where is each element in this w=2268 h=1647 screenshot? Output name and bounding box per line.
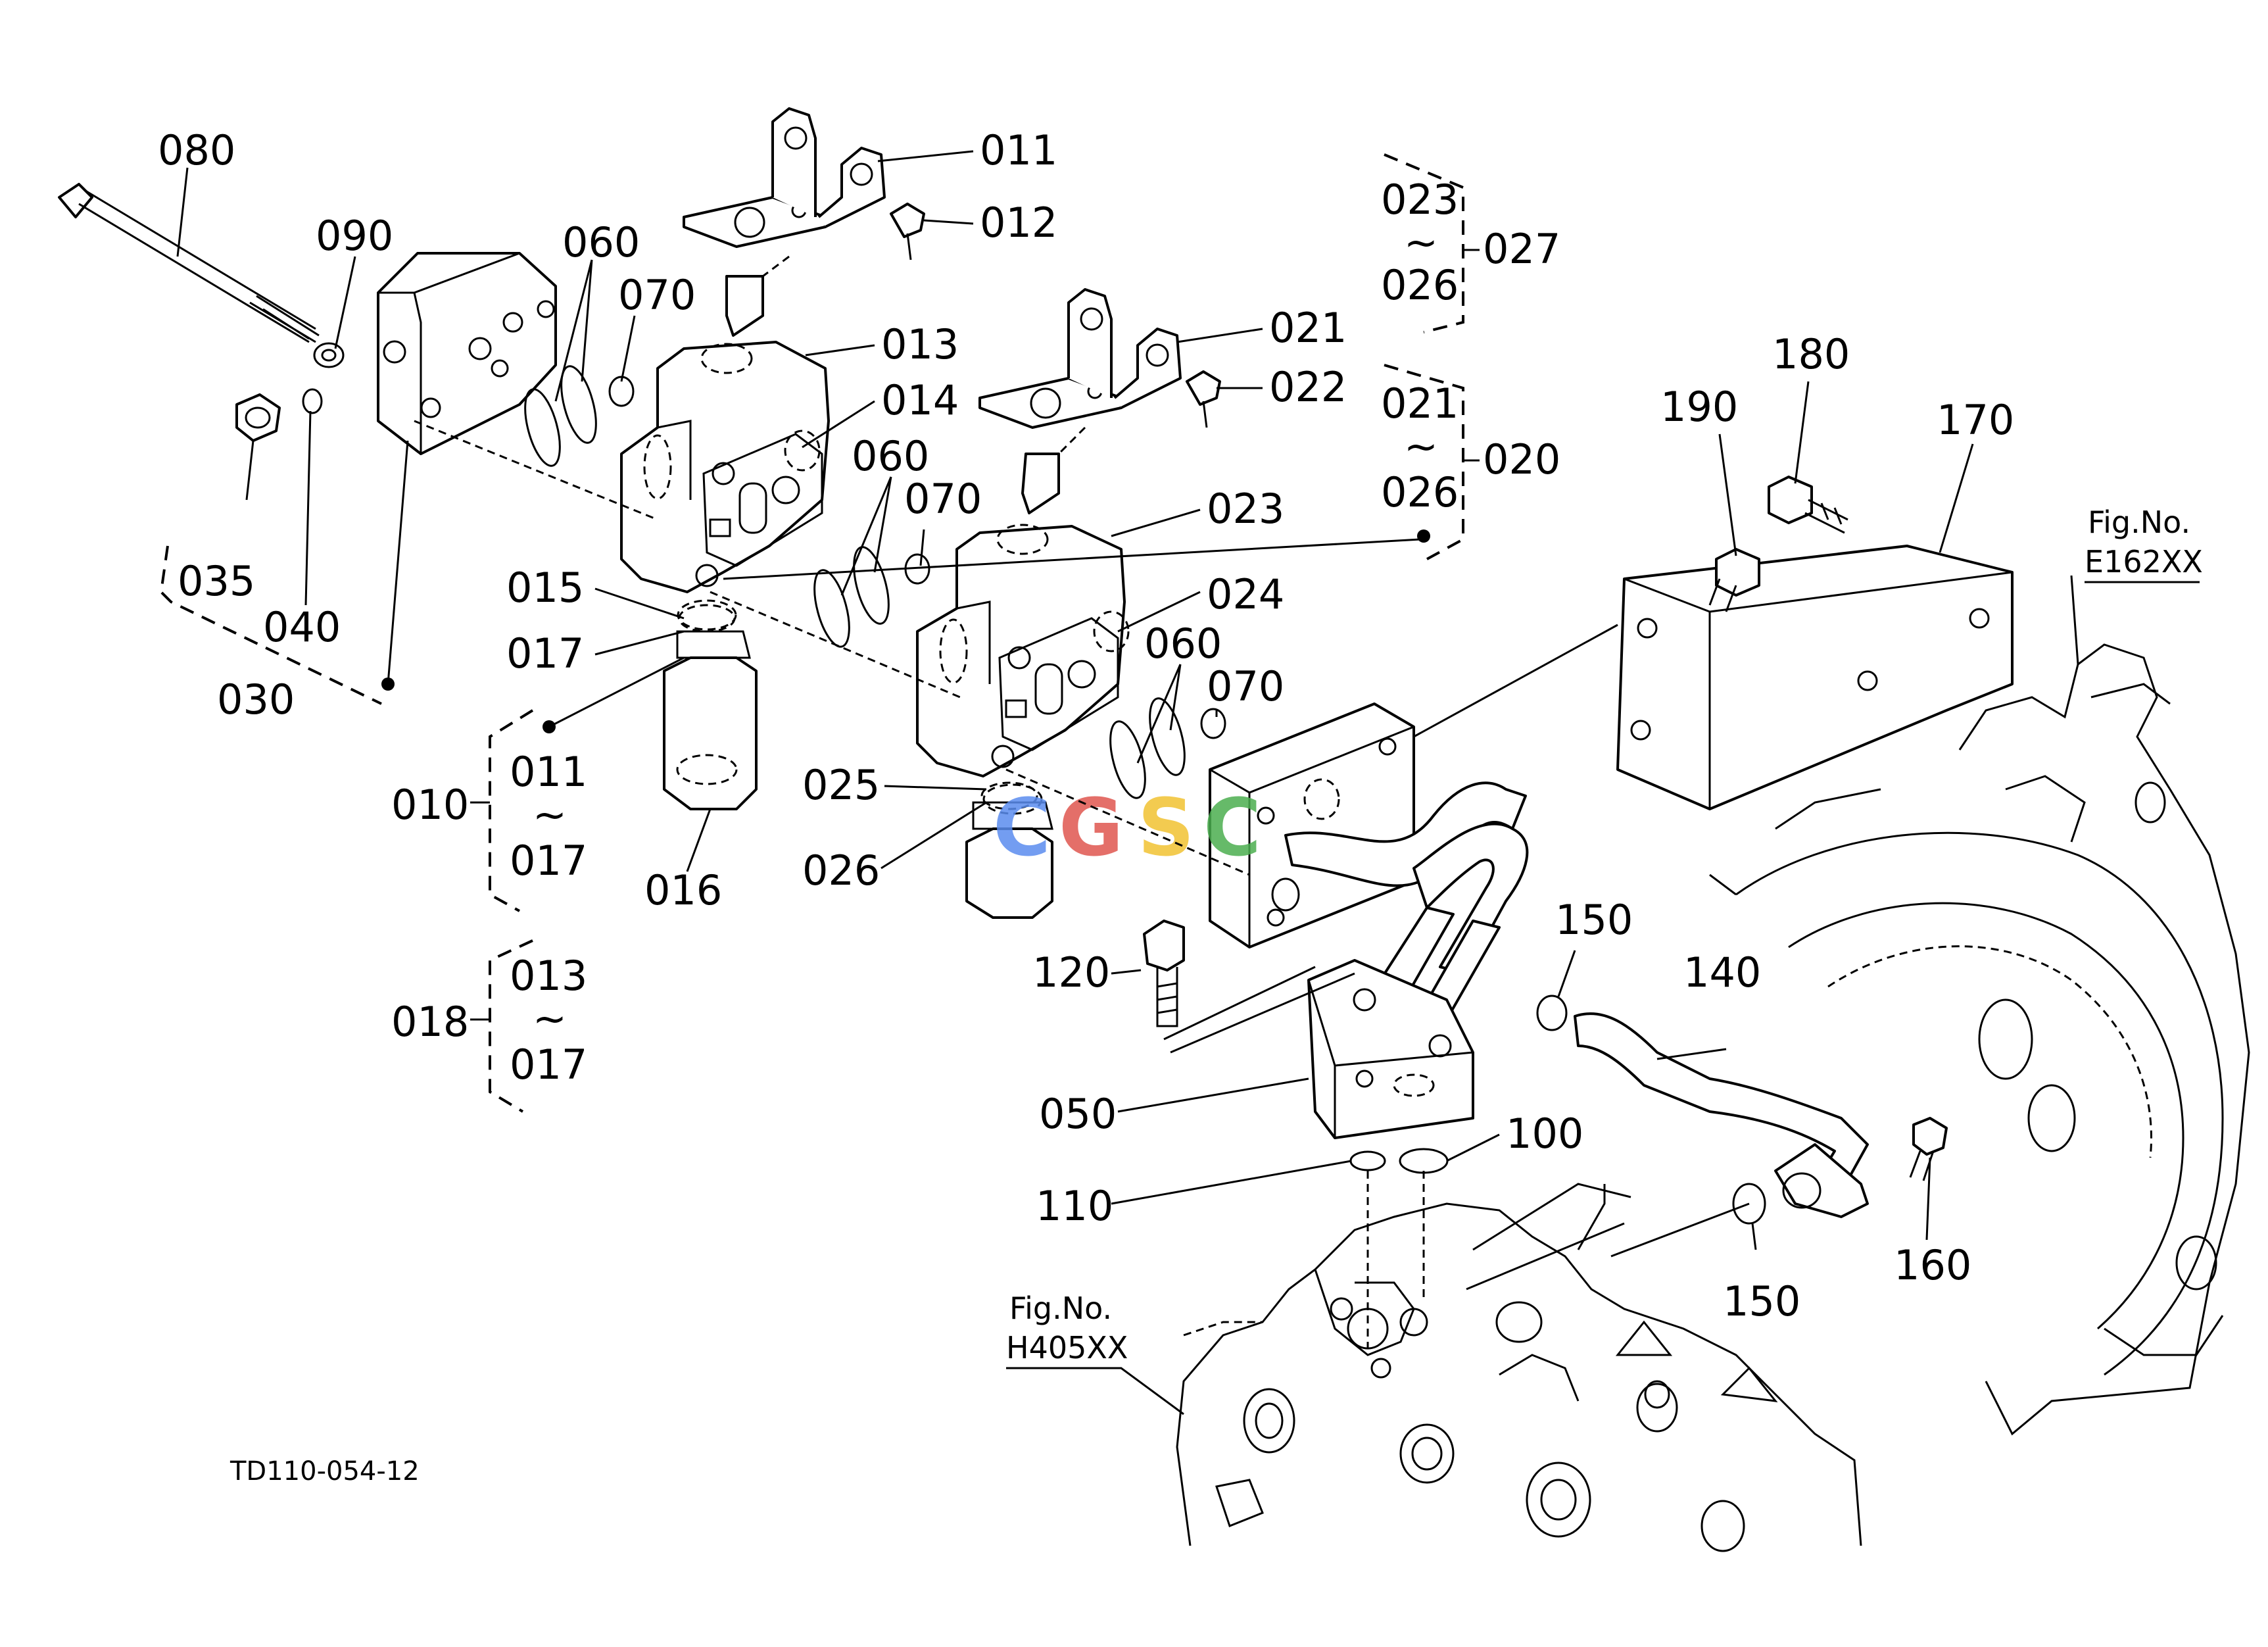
group-010-ref: 010 — [391, 781, 469, 829]
control-valve-section-1 — [58, 107, 925, 810]
leader-lines — [176, 150, 2079, 1348]
group-018-tilde: ~ — [533, 995, 567, 1043]
label-030: 030 — [217, 676, 295, 724]
fig-ref-lines — [1006, 581, 2200, 1415]
label-150-a: 150 — [1555, 896, 1633, 944]
label-080: 080 — [158, 126, 235, 174]
label-014: 014 — [881, 376, 959, 424]
fig-ref-e162-line2: E162XX — [2085, 544, 2203, 579]
label-180: 180 — [1772, 330, 1850, 378]
group-018-ref: 018 — [391, 998, 469, 1046]
group-027-ref: 027 — [1483, 225, 1560, 273]
group-027-bottom: 026 — [1381, 261, 1459, 309]
label-190: 190 — [1660, 383, 1738, 431]
dot-020 — [1417, 529, 1430, 543]
label-021: 021 — [1269, 304, 1347, 352]
fig-ref-h405-line1: Fig.No. — [1009, 1291, 1112, 1326]
group-010-tilde: ~ — [533, 791, 567, 839]
watermark-letter-1: C — [993, 783, 1051, 874]
label-035: 035 — [178, 557, 255, 605]
label-070-b: 070 — [904, 475, 982, 523]
group-010-top: 011 — [510, 748, 587, 796]
group-018-top: 013 — [510, 952, 587, 1000]
hydraulic-housing-outline — [1176, 1183, 1862, 1552]
label-022: 022 — [1269, 363, 1347, 411]
label-060-c: 060 — [1144, 620, 1222, 668]
label-090: 090 — [316, 212, 393, 260]
label-017: 017 — [506, 629, 584, 677]
label-040: 040 — [263, 603, 341, 651]
label-026: 026 — [802, 847, 880, 895]
group-020-bottom: 026 — [1381, 468, 1459, 516]
label-070-c: 070 — [1207, 662, 1284, 710]
fig-ref-e162-line1: Fig.No. — [2088, 504, 2190, 540]
label-110: 110 — [1036, 1182, 1113, 1230]
label-120: 120 — [1032, 948, 1110, 996]
label-100: 100 — [1506, 1110, 1583, 1158]
watermark-letter-4: C — [1203, 783, 1261, 874]
group-020-tilde: ~ — [1404, 422, 1438, 470]
group-020-top: 021 — [1381, 380, 1459, 428]
part-labels: 080 090 060 070 011 012 013 014 060 070 … — [158, 126, 2014, 1325]
fig-ref-h405-line2: H405XX — [1006, 1330, 1128, 1365]
bracket-170 — [1616, 476, 2014, 810]
group-027-top: 023 — [1381, 176, 1459, 224]
label-170: 170 — [1937, 396, 2014, 444]
label-025: 025 — [802, 761, 880, 809]
label-140: 140 — [1683, 948, 1761, 996]
inlet-block-and-pipes — [1109, 697, 1948, 1225]
group-010-bottom: 017 — [510, 837, 587, 885]
label-013: 013 — [881, 320, 959, 368]
group-brackets — [159, 153, 1480, 1113]
figure-references: Fig.No. E162XX Fig.No. H405XX — [1006, 504, 2203, 1365]
transmission-housing-outline — [1709, 643, 2250, 1436]
group-027-tilde: ~ — [1404, 218, 1438, 266]
label-070-a: 070 — [618, 271, 696, 319]
label-060-a: 060 — [562, 218, 640, 266]
group-018-bottom: 017 — [510, 1041, 587, 1089]
group-labels: 023 ~ 026 027 021 ~ 026 020 011 ~ 017 01… — [391, 176, 1560, 1089]
group-020-ref: 020 — [1483, 435, 1560, 483]
label-060-b: 060 — [852, 432, 929, 480]
drawing-code: TD110-054-12 — [229, 1456, 420, 1487]
control-valve-section-2 — [813, 288, 1221, 919]
label-160: 160 — [1894, 1241, 1971, 1289]
label-016: 016 — [644, 866, 722, 914]
label-023: 023 — [1207, 485, 1284, 533]
dot-markers — [381, 440, 1430, 733]
label-024: 024 — [1207, 570, 1284, 618]
label-050: 050 — [1039, 1090, 1117, 1138]
watermark-letter-3: S — [1138, 783, 1194, 874]
watermark: C G S C — [993, 783, 1261, 874]
label-150-b: 150 — [1723, 1277, 1800, 1325]
label-011: 011 — [980, 126, 1057, 174]
label-012: 012 — [980, 199, 1057, 247]
label-015: 015 — [506, 564, 584, 612]
